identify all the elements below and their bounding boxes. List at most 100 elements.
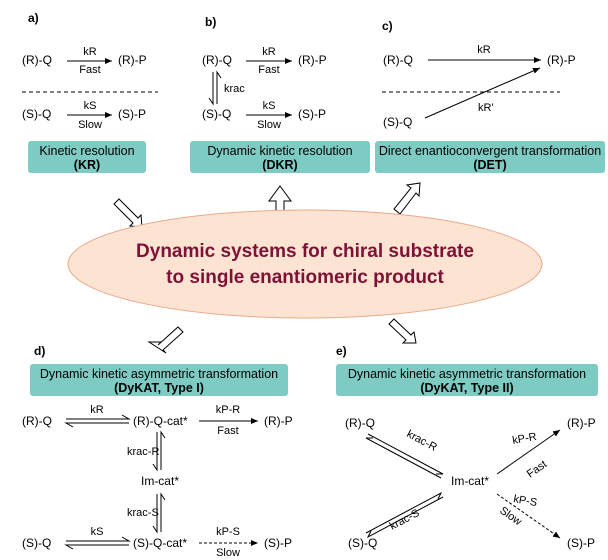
panel-d-r-complex: (R)-Q-cat* — [133, 414, 188, 428]
panel-b-s-substrate: (S)-Q — [202, 107, 231, 121]
panel-d-r-substrate: (R)-Q — [22, 414, 52, 428]
panel-b-box-abbr: (DKR) — [262, 158, 297, 172]
panel-e-box-abbr: (DyKAT, Type II) — [420, 381, 513, 395]
panel-d-s-substrate: (S)-Q — [22, 536, 51, 550]
panel-e-k-rac-r: krac-R — [405, 428, 439, 454]
panel-b-k-rac: krac — [224, 83, 245, 95]
center-line-2: to single enantiomeric product — [166, 267, 444, 288]
panel-a-letter: a) — [28, 11, 39, 25]
panel-d-k-r: kR — [90, 404, 104, 416]
panel-d-eq-upper-down — [152, 432, 158, 472]
hollow-arrow-a — [113, 198, 143, 228]
hollow-arrow-c — [393, 182, 421, 215]
panel-e-k-rac-s: krac-S — [388, 507, 422, 533]
panel-c-k-r: kR — [477, 44, 491, 56]
panel-d-box — [30, 364, 288, 396]
hollow-arrow-e — [388, 318, 417, 344]
panel-d-letter: d) — [34, 344, 45, 358]
panel-a-r-product: (R)-P — [118, 53, 147, 67]
panel-b-s-product: (S)-P — [298, 107, 326, 121]
panel-c-box — [375, 141, 605, 173]
panel-a-slow: Slow — [78, 119, 102, 131]
panel-b-fast: Fast — [258, 64, 279, 76]
panel-b-box-title: Dynamic kinetic resolution — [207, 144, 352, 158]
panel-c-box-abbr: (DET) — [473, 158, 506, 172]
panel-d-r-product: (R)-P — [264, 414, 293, 428]
panel-c-box-title: Direct enantioconvergent transformation — [379, 144, 601, 158]
panel-b-k-r: kR — [262, 46, 276, 58]
panel-e-s-product: (S)-P — [567, 536, 595, 550]
panel-e-eq-s-back — [366, 496, 444, 539]
panel-e-im: Im-cat* — [451, 474, 489, 488]
panel-e-slow: Slow — [497, 505, 523, 529]
panel-b-eq-down — [208, 72, 214, 106]
panel-c-r-product: (R)-P — [547, 53, 576, 67]
panel-d-eq-s-forward — [66, 536, 131, 542]
panel-d-eq-r-forward — [66, 414, 131, 420]
panel-e-eq-r-back — [365, 437, 442, 479]
panel-a-k-r: kR — [83, 46, 97, 58]
panel-e-box-title: Dynamic kinetic asymmetric transformatio… — [348, 367, 586, 381]
panel-e-eq-r-forward — [367, 433, 444, 475]
panel-b-r-product: (R)-P — [298, 53, 327, 67]
panel-a-box — [28, 141, 146, 173]
panel-d-s-product: (S)-P — [264, 536, 292, 550]
panel-d-eq-s-back — [64, 544, 129, 550]
panel-d-k-ps: kP-S — [216, 526, 240, 538]
panel-e-s-substrate: (S)-Q — [348, 536, 377, 550]
panel-a-k-s: kS — [84, 100, 97, 112]
panel-b-eq-up — [216, 70, 222, 104]
panel-e-fast: Fast — [525, 458, 549, 480]
panel-e-r-product-arrow — [496, 429, 561, 475]
panel-d-k-rac-s: krac-S — [127, 507, 159, 519]
panel-d-fast: Fast — [217, 425, 238, 437]
panel-e-r-substrate: (R)-Q — [345, 416, 375, 430]
center-ellipse — [67, 209, 543, 319]
panel-a-r-substrate: (R)-Q — [22, 53, 52, 67]
hollow-arrow-d — [147, 326, 184, 354]
panel-d-k-rac-r: krac-R — [127, 446, 159, 458]
panel-e-k-ps: kP-S — [512, 493, 538, 509]
panel-e-s-product-arrow — [496, 493, 561, 539]
panel-a-fast: Fast — [79, 64, 100, 76]
panel-d: d) Dynamic kinetic asymmetric transforma… — [22, 344, 293, 559]
panel-d-eq-r-back — [64, 422, 129, 428]
panel-e-eq-s-forward — [365, 491, 443, 534]
panel-e-letter: e) — [336, 344, 347, 358]
panel-d-slow: Slow — [216, 547, 240, 559]
panel-b-box — [190, 141, 370, 173]
panel-d-im: Im-cat* — [141, 474, 179, 488]
panel-b-k-s: kS — [263, 100, 276, 112]
panel-d-eq-lower-down — [152, 494, 158, 534]
panel-a: a) (R)-Q kR Fast (R)-P (S)-Q kS Slow (S)… — [22, 11, 158, 173]
panel-c-letter: c) — [382, 19, 393, 33]
panel-c-k-r-prime: kR' — [478, 102, 494, 114]
panel-d-k-s: kS — [91, 526, 104, 538]
panel-d-box-title: Dynamic kinetic asymmetric transformatio… — [40, 367, 278, 381]
panel-c-s-substrate: (S)-Q — [383, 115, 412, 129]
panel-b-r-substrate: (R)-Q — [202, 53, 232, 67]
panel-e-r-product: (R)-P — [567, 416, 596, 430]
panel-b: b) (R)-Q kR Fast (R)-P krac (S)-Q kS Slo… — [190, 15, 370, 173]
panel-d-k-pr: kP-R — [216, 404, 241, 416]
panel-d-s-complex: (S)-Q-cat* — [133, 536, 187, 550]
panel-a-box-abbr: (KR) — [74, 158, 100, 172]
center-title: Dynamic systems for chiral substrate to … — [67, 209, 543, 319]
panel-a-s-product: (S)-P — [118, 107, 146, 121]
panel-b-slow: Slow — [257, 119, 281, 131]
panel-a-s-substrate: (S)-Q — [22, 107, 51, 121]
panel-c: c) (R)-Q kR (R)-P (S)-Q kR' Direct enant… — [375, 19, 605, 173]
panel-d-eq-upper-up — [160, 430, 166, 470]
panel-d-box-abbr: (DyKAT, Type I) — [114, 381, 204, 395]
panel-b-letter: b) — [205, 15, 216, 29]
panel-c-r-substrate: (R)-Q — [383, 53, 413, 67]
panel-c-s-arrow — [424, 67, 541, 119]
hollow-arrows — [113, 182, 421, 354]
panel-e-k-pr: kP-R — [511, 431, 537, 447]
panel-d-eq-lower-up — [160, 492, 166, 532]
panel-e: e) Dynamic kinetic asymmetric transforma… — [336, 344, 598, 550]
panel-a-box-title: Kinetic resolution — [39, 144, 134, 158]
panel-e-box — [336, 364, 598, 396]
